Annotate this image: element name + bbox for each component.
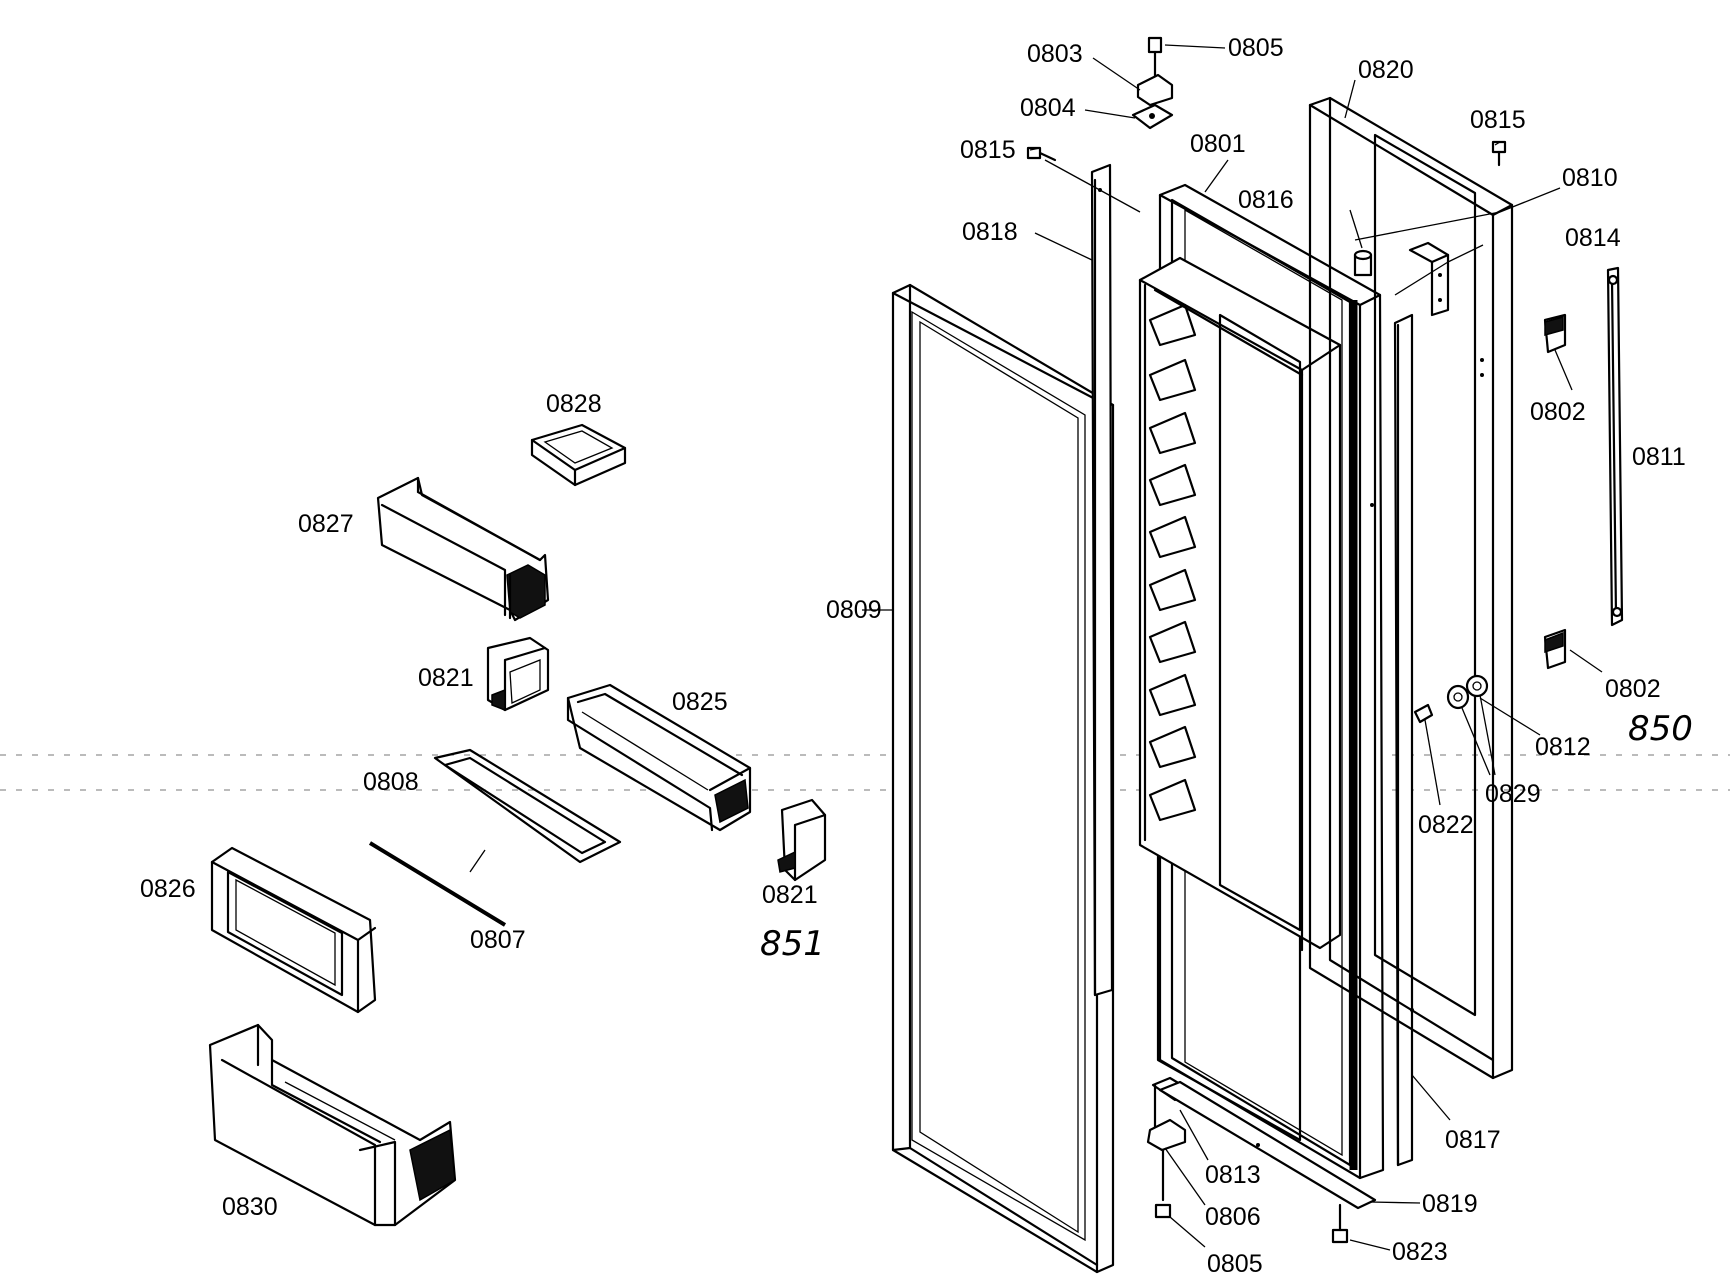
part-0812-0829-0822-fasteners [1413,674,1489,724]
part-0827-door-shelf [376,476,550,622]
part-0821-clip-lower [777,798,827,882]
label-0821-lower: 0821 [762,881,818,909]
part-0811-handle [1606,266,1624,627]
label-0803: 0803 [1027,40,1083,68]
label-0815-right: 0815 [1470,106,1526,134]
label-0810: 0810 [1562,164,1618,192]
label-0808: 0808 [363,768,419,796]
part-0830-door-bin [208,1023,457,1227]
label-0811: 0811 [1632,443,1686,471]
label-0823: 0823 [1392,1238,1448,1266]
part-0815-screw-left [1026,146,1057,162]
label-0818: 0818 [962,218,1018,246]
part-0802-endcap-lower [1543,628,1567,670]
label-0828: 0828 [546,390,602,418]
label-0805-top: 0805 [1228,34,1284,62]
label-0804: 0804 [1020,94,1076,122]
label-0806: 0806 [1205,1203,1261,1231]
label-0815-left: 0815 [960,136,1016,164]
part-0818-strip [1090,163,1114,997]
label-0820: 0820 [1358,56,1414,84]
handwritten-851: 851 [760,924,825,964]
leader-lines [469,44,1603,1251]
label-0812: 0812 [1535,733,1591,761]
label-0825: 0825 [672,688,728,716]
label-0822: 0822 [1418,811,1474,839]
part-0817-strip [1393,313,1414,1167]
label-0829: 0829 [1485,780,1541,808]
part-0826-panel [210,846,377,1014]
part-0809-gasket [891,283,1115,1274]
part-0816-bushing [1353,249,1373,277]
scan-noise [0,754,1730,791]
label-0814: 0814 [1565,224,1621,252]
part-0828-tray [530,423,627,487]
label-0813: 0813 [1205,1161,1261,1189]
label-0817: 0817 [1445,1126,1501,1154]
part-0814-bracket [1408,241,1450,317]
part-0825-box [566,683,752,832]
label-0816: 0816 [1238,186,1294,214]
label-0807: 0807 [470,926,526,954]
label-0805-bottom: 0805 [1207,1250,1263,1278]
part-0815-screw-right [1491,140,1507,167]
handwritten-850: 850 [1628,709,1693,749]
label-0802-lower: 0802 [1605,675,1661,703]
label-0826: 0826 [140,875,196,903]
part-0819-bracket [1158,1080,1377,1210]
part-0820-outer-frame [1308,96,1514,1080]
part-0808-frame [433,748,622,864]
label-0821-upper: 0821 [418,664,474,692]
label-0819: 0819 [1422,1190,1478,1218]
label-0801: 0801 [1190,130,1246,158]
label-0830: 0830 [222,1193,278,1221]
part-0803-0804-top-hinge [1131,36,1174,130]
part-0801-door-liner [1138,183,1385,1180]
part-0807-rod [368,841,507,929]
label-0809: 0809 [826,596,882,624]
part-labels: 0803 0805 0820 0804 0815 0815 0801 0810 … [140,34,1693,1278]
label-0802-upper: 0802 [1530,398,1586,426]
part-0823-screw [1331,1203,1349,1244]
part-0802-endcap-upper [1543,313,1567,354]
label-0827: 0827 [298,510,354,538]
shelf-tabs [1148,303,1197,822]
part-0821-clip-upper [486,636,550,712]
